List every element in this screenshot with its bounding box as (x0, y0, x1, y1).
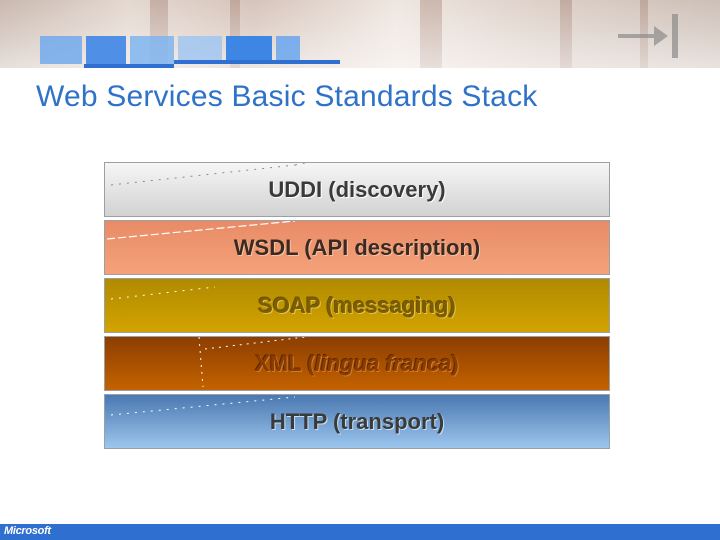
dotted-line-decoration (110, 163, 306, 186)
layer-xml: XML (lingua franca) (104, 336, 610, 391)
layer-http-label: HTTP (transport) (269, 408, 445, 434)
decor-square (226, 36, 272, 64)
decor-square (130, 36, 174, 64)
dashed-line-decoration (106, 221, 296, 240)
decor-square (40, 36, 82, 64)
layer-soap: SOAP (messaging) (104, 278, 610, 333)
header-banner (0, 0, 720, 68)
footer-bar: Microsoft (0, 524, 720, 540)
layer-wsdl: WSDL (API description) (104, 220, 610, 275)
layer-http: HTTP (transport) (104, 394, 610, 449)
slide-title: Web Services Basic Standards Stack (36, 80, 538, 113)
decor-square (84, 64, 174, 68)
microsoft-logo: Microsoft (4, 525, 51, 537)
arrow-right-icon (618, 14, 678, 58)
dotted-line-decoration (110, 286, 216, 300)
decor-square (174, 60, 340, 64)
layer-xml-label: XML (lingua franca) (255, 350, 459, 376)
layer-soap-label: SOAP (messaging) (258, 292, 456, 318)
layer-uddi: UDDI (discovery) (104, 162, 610, 217)
dotted-line-decoration (198, 337, 306, 388)
standards-stack: UDDI (discovery) WSDL (API description) … (104, 162, 610, 452)
layer-uddi-label: UDDI (discovery) (268, 176, 446, 202)
decor-square (178, 36, 222, 64)
decor-square (86, 36, 126, 64)
layer-wsdl-label: WSDL (API description) (233, 234, 481, 260)
decor-square (276, 36, 300, 64)
